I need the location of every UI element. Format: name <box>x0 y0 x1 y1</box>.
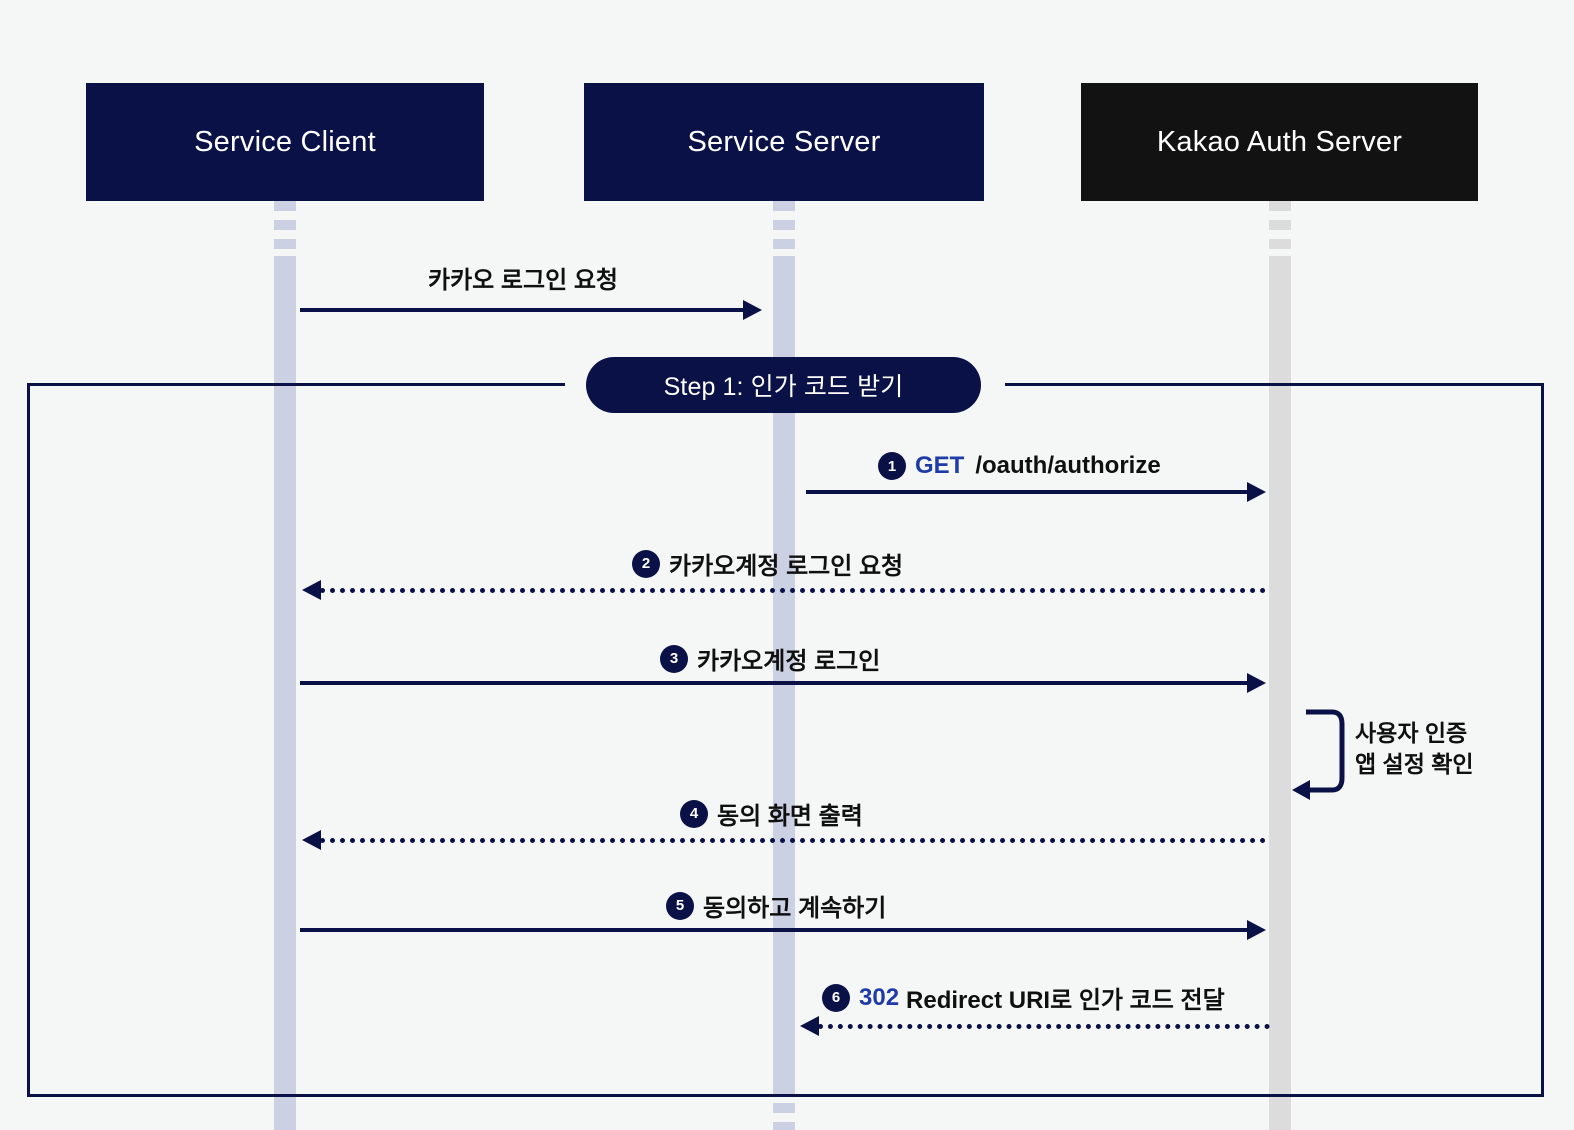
participant-kakao-auth-server: Kakao Auth Server <box>1081 83 1478 201</box>
message-badge-3: 3 <box>660 644 688 673</box>
message-badge-1: 1 <box>878 452 906 480</box>
lifeline-client-dashed-top <box>274 201 296 259</box>
message-label-5: 5 동의하고 계속하기 <box>666 888 886 923</box>
message-badge-2: 2 <box>632 549 660 578</box>
message-badge-5: 5 <box>666 891 694 920</box>
arrowhead-left-6 <box>800 1016 819 1036</box>
message-text-3: 카카오계정 로그인 <box>697 648 881 675</box>
step-frame-label-text: Step 1: 인가 코드 받기 <box>663 373 904 401</box>
message-line-4 <box>320 838 1266 843</box>
arrowhead-left-2 <box>302 580 321 600</box>
message-line-5 <box>300 928 1247 932</box>
participant-label-kakao: Kakao Auth Server <box>1156 125 1403 158</box>
step-frame-label: Step 1: 인가 코드 받기 <box>586 357 981 413</box>
participant-service-server: Service Server <box>584 83 984 201</box>
message-label-6: 6 302 Redirect URI로 인가 코드 전달 <box>822 980 1225 1015</box>
self-message-note: 사용자 인증 앱 설정 확인 <box>1355 718 1474 780</box>
lifeline-server <box>773 256 795 1084</box>
message-line-1 <box>806 490 1247 494</box>
message-keyword-1: GET <box>915 452 965 479</box>
message-line-0 <box>300 308 743 312</box>
arrowhead-right-5 <box>1247 920 1266 940</box>
lifeline-kakao <box>1269 256 1291 1130</box>
lifeline-kakao-dashed-top <box>1269 201 1291 259</box>
message-text-6: Redirect URI로 인가 코드 전달 <box>906 987 1225 1014</box>
self-message-line-1: 사용자 인증 <box>1355 720 1468 746</box>
message-text-4: 동의 화면 출력 <box>717 803 863 830</box>
arrowhead-right-3 <box>1247 673 1266 693</box>
message-badge-6: 6 <box>822 983 850 1012</box>
arrowhead-right-0 <box>743 300 762 320</box>
message-text-2: 카카오계정 로그인 요청 <box>669 553 904 580</box>
message-badge-4: 4 <box>680 799 708 828</box>
message-text-5: 동의하고 계속하기 <box>703 895 887 922</box>
message-text-0: 카카오 로그인 요청 <box>428 267 618 294</box>
lifeline-kakao-dashed-bottom <box>1269 1042 1291 1130</box>
lifeline-client <box>274 256 296 1130</box>
message-text-1: /oauth/authorize <box>975 452 1161 479</box>
message-line-3 <box>300 681 1247 685</box>
participant-service-client: Service Client <box>86 83 484 201</box>
message-keyword-6: 302 <box>859 983 900 1011</box>
message-label-3: 3 카카오계정 로그인 <box>660 641 880 676</box>
arrowhead-right-1 <box>1247 482 1266 502</box>
participant-label-client: Service Client <box>194 125 376 158</box>
arrowhead-left-4 <box>302 830 321 850</box>
message-label-2: 2 카카오계정 로그인 요청 <box>632 546 903 581</box>
message-line-2 <box>320 588 1266 593</box>
message-label-1: 1 GET /oauth/authorize <box>878 452 1161 480</box>
message-line-6 <box>818 1024 1270 1029</box>
participant-label-server: Service Server <box>687 125 881 158</box>
self-message-line-2: 앱 설정 확인 <box>1355 751 1474 778</box>
lifeline-server-dashed-top <box>773 201 795 259</box>
message-label-0: 카카오 로그인 요청 <box>428 260 618 295</box>
message-label-4: 4 동의 화면 출력 <box>680 796 863 831</box>
self-message-loop <box>1292 709 1345 800</box>
